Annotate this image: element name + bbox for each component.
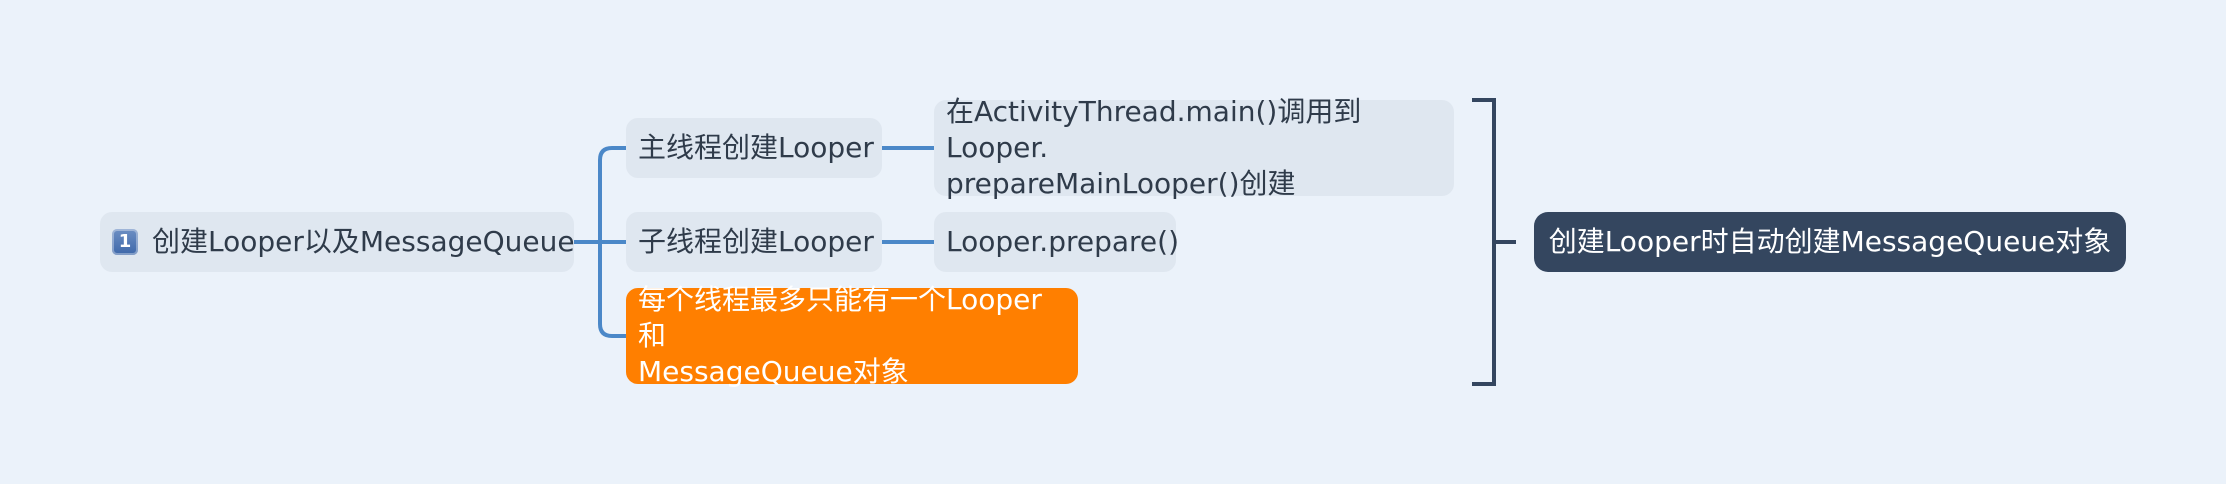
summary-bracket [1472,98,1516,386]
sub-thread-detail-label: Looper.prepare() [946,225,1180,258]
sub-thread-branch[interactable]: 子线程创建Looper [626,212,882,272]
main-thread-detail[interactable]: 在ActivityThread.main()调用到 Looper. prepar… [934,95,1454,200]
thread-limit-branch[interactable]: 每个线程最多只能有一个Looper和 MessageQueue对象 [626,283,1078,388]
thread-limit-line-2: MessageQueue对象 [638,355,909,388]
summary-topic-label: 创建Looper时自动创建MessageQueue对象 [1548,225,2112,258]
main-thread-branch-label: 主线程创建Looper [638,131,874,164]
root-topic[interactable]: 1 创建Looper以及MessageQueue [100,212,575,272]
sub-thread-detail[interactable]: Looper.prepare() [934,212,1180,272]
thread-limit-line-1: 每个线程最多只能有一个Looper和 [638,283,1042,352]
root-topic-label: 创建Looper以及MessageQueue [152,225,575,258]
main-thread-detail-line-1: 在ActivityThread.main()调用到 Looper. [946,95,1362,164]
main-thread-detail-line-2: prepareMainLooper()创建 [946,167,1296,200]
number-one-badge-icon: 1 [112,229,138,255]
summary-topic[interactable]: 创建Looper时自动创建MessageQueue对象 [1534,212,2126,272]
branch-tree-connector [598,146,628,338]
main-thread-branch[interactable]: 主线程创建Looper [626,118,882,178]
sub-thread-branch-label: 子线程创建Looper [638,225,874,258]
